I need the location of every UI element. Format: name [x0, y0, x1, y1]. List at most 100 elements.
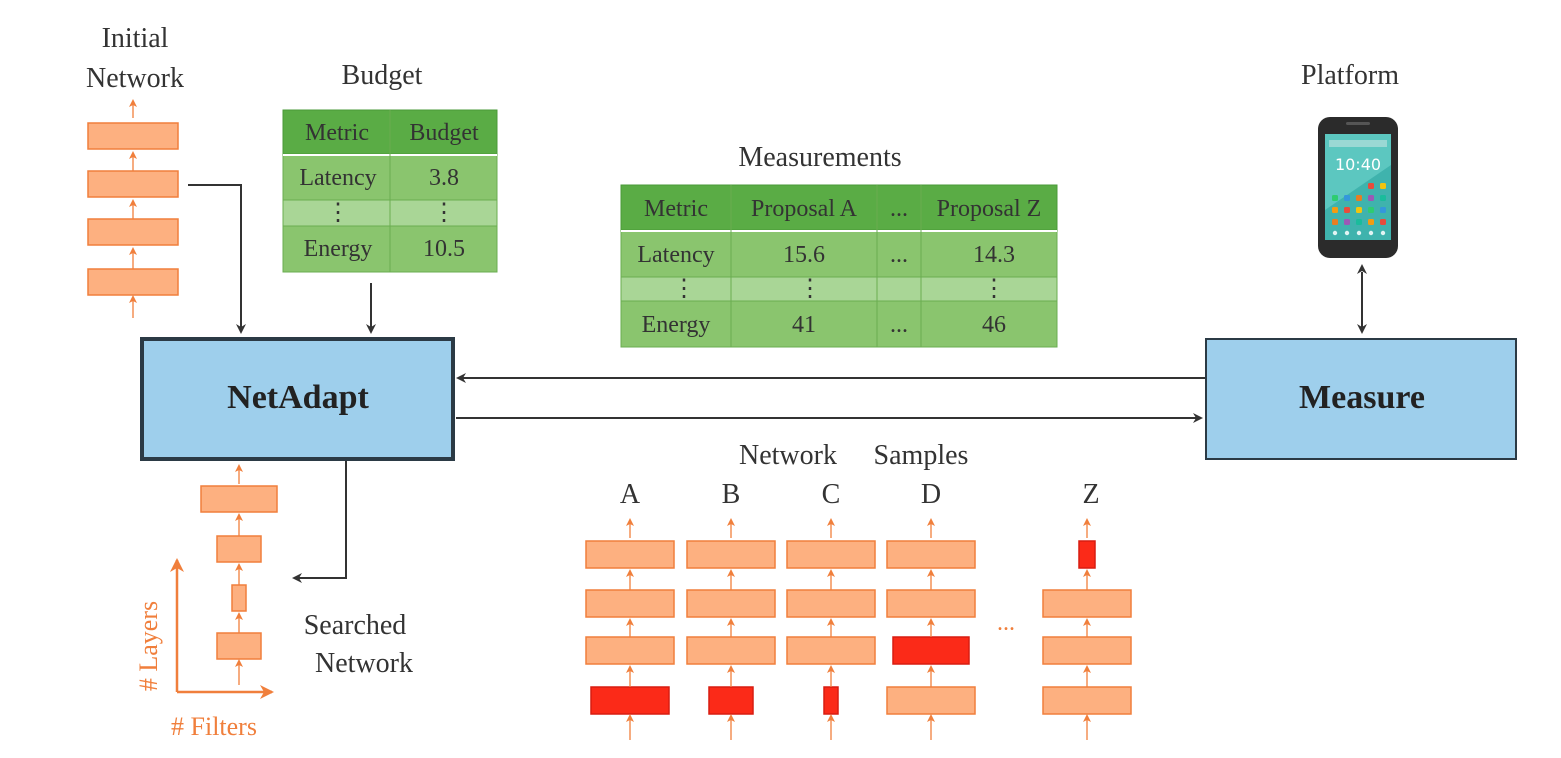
app-icon [1368, 183, 1374, 189]
searched-network-label-line1: Searched [304, 610, 407, 641]
platform-label: Platform [1301, 60, 1399, 91]
y-axis-label: # Layers [134, 601, 163, 691]
app-icon [1332, 219, 1338, 225]
sample-column-label: C [822, 479, 841, 510]
network-layer [686, 540, 776, 569]
measurements-cell: ⋮ [982, 276, 1006, 302]
network-samples-stacks [585, 518, 1132, 740]
app-icon [1356, 219, 1362, 225]
network-layer [585, 589, 675, 618]
measurements-cell: 14.3 [973, 242, 1015, 268]
budget-cell: ⋮ [326, 200, 350, 226]
app-icon [1356, 195, 1362, 201]
network-layer [686, 636, 776, 665]
network-layer [87, 218, 179, 246]
budget-cell: Latency [299, 165, 376, 191]
measurements-cell: Latency [637, 242, 714, 268]
budget-cell: Energy [304, 236, 373, 262]
app-icon [1380, 195, 1386, 201]
app-icon [1368, 195, 1374, 201]
network-layer [200, 485, 278, 513]
budget-title: Budget [342, 60, 423, 91]
searched-network-label-line2: Network [315, 648, 413, 679]
network-samples-title-word2: Samples [874, 440, 969, 471]
x-axis-label: # Filters [171, 712, 257, 741]
measurements-header-proposal-a: Proposal A [751, 196, 858, 222]
app-icon [1380, 207, 1386, 213]
network-layer [886, 589, 976, 618]
network-layer [216, 632, 262, 660]
measurements-cell: 46 [982, 312, 1006, 338]
budget-header-budget: Budget [409, 120, 479, 146]
app-icon [1356, 207, 1362, 213]
measure-box [1205, 338, 1517, 460]
network-layer [231, 584, 247, 612]
connection-arrows [188, 184, 1367, 583]
network-layer [1042, 636, 1132, 665]
measurements-cell: ... [890, 242, 908, 268]
samples-ellipsis: ... [997, 610, 1015, 636]
budget-table: Metric Budget Latency 3.8 ⋮ ⋮ Energy 10.… [282, 109, 498, 273]
budget-cell: ⋮ [432, 200, 456, 226]
measurements-cell: Energy [642, 312, 711, 338]
measurements-cell: ... [890, 312, 908, 338]
modified-layer [590, 686, 670, 715]
dock-dot-icon [1368, 230, 1374, 236]
budget-cell: 10.5 [423, 236, 465, 262]
network-layer [87, 268, 179, 296]
network-samples-title-word1: Network [739, 440, 837, 471]
network-layer [886, 540, 976, 569]
dock-dot-icon [1356, 230, 1362, 236]
network-layer [786, 589, 876, 618]
measurements-cell: 15.6 [783, 242, 825, 268]
initial-network-label-line2: Network [86, 63, 184, 94]
measurements-cell: 41 [792, 312, 816, 338]
dock-dot-icon [1332, 230, 1338, 236]
budget-header-metric: Metric [305, 120, 369, 146]
app-icon [1332, 195, 1338, 201]
app-icon [1368, 207, 1374, 213]
sample-column-label: D [921, 479, 941, 510]
network-layer [216, 535, 262, 563]
network-layer [1042, 589, 1132, 618]
modified-layer [708, 686, 754, 715]
network-layer [1042, 686, 1132, 715]
measurements-header-ellipsis: ... [890, 196, 908, 222]
measurements-header-metric: Metric [644, 196, 708, 222]
app-icon [1344, 195, 1350, 201]
measurements-cell: ⋮ [672, 276, 696, 302]
app-icon [1332, 207, 1338, 213]
app-icon [1344, 207, 1350, 213]
dock-dot-icon [1380, 230, 1386, 236]
network-layer [886, 686, 976, 715]
network-layer [87, 122, 179, 150]
smartphone-icon: 10:40 [1318, 117, 1398, 258]
measurements-title: Measurements [738, 142, 901, 173]
app-icon [1380, 183, 1386, 189]
netadapt-label: NetAdapt [227, 379, 369, 416]
layers-filters-axes [170, 558, 274, 699]
modified-layer [892, 636, 970, 665]
measurements-header-proposal-z: Proposal Z [937, 196, 1042, 222]
measurements-cell: ⋮ [798, 276, 822, 302]
initial-network-label-line1: Initial [102, 23, 169, 54]
app-icon [1344, 219, 1350, 225]
initial-network-stack [87, 99, 179, 318]
app-icon [1380, 219, 1386, 225]
budget-cell: 3.8 [429, 165, 459, 191]
searched-network-stack [200, 464, 278, 685]
network-layer [686, 589, 776, 618]
network-layer [585, 636, 675, 665]
network-layer [585, 540, 675, 569]
network-layer [786, 636, 876, 665]
phone-clock: 10:40 [1335, 155, 1381, 174]
sample-column-label: B [722, 479, 741, 510]
app-icon [1368, 219, 1374, 225]
sample-column-label: A [620, 479, 641, 510]
network-layer [786, 540, 876, 569]
network-layer [87, 170, 179, 198]
measure-label: Measure [1299, 379, 1425, 416]
dock-dot-icon [1344, 230, 1350, 236]
netadapt-box [140, 337, 455, 461]
